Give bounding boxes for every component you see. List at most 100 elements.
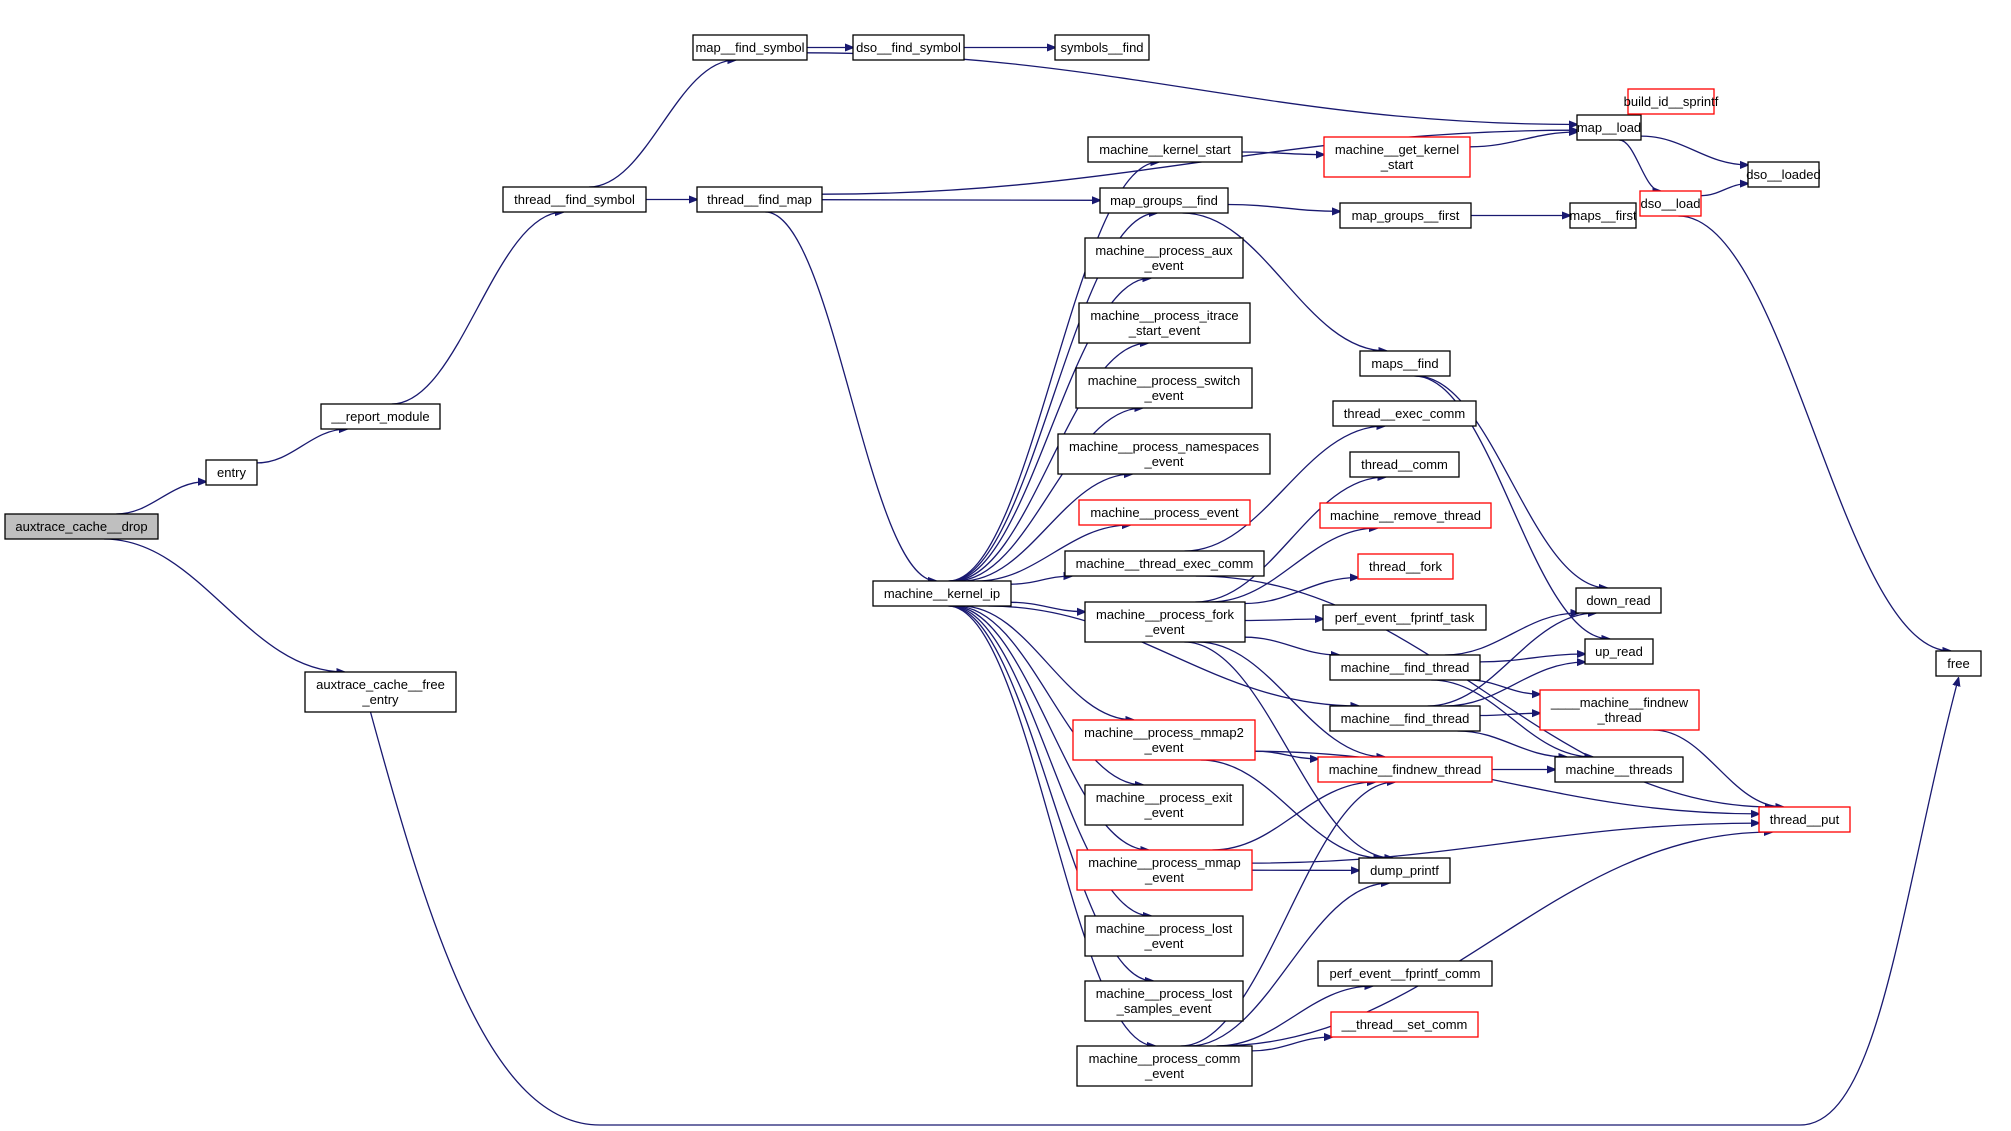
node-box[interactable] [320,403,441,430]
node-box[interactable] [502,186,647,213]
node-box[interactable] [852,34,965,61]
node-box[interactable] [1584,638,1654,665]
node-box[interactable] [1359,350,1451,377]
node-box[interactable] [1569,202,1637,229]
node-machine-process-itrace-start-event[interactable]: machine__process_itrace_start_event [1078,302,1251,344]
node-free[interactable]: free [1935,650,1982,677]
node-dso-load[interactable]: dso__load [1639,190,1702,217]
node-box[interactable] [1339,202,1472,229]
node-map-groups-first[interactable]: map_groups__first [1339,202,1472,229]
node-machine-process-namespaces-event[interactable]: machine__process_namespaces_event [1057,433,1271,475]
node-perf-event-fprintf-comm[interactable]: perf_event__fprintf_comm [1317,960,1493,987]
node-box[interactable] [1349,451,1460,478]
node-machine-get-kernel-start[interactable]: machine__get_kernel_start [1323,136,1471,178]
node-machine-find-thread-1[interactable]: machine__find_thread [1329,654,1481,681]
node-machine-find-thread-2[interactable]: machine__find_thread [1329,705,1481,732]
node-maps-find[interactable]: maps__find [1359,350,1451,377]
node-machine-threads[interactable]: machine__threads [1554,756,1684,783]
node-machine-process-lost-event[interactable]: machine__process_lost_event [1084,915,1244,957]
node-machine-process-comm-event[interactable]: machine__process_comm_event [1076,1045,1253,1087]
node-machine-process-aux-event[interactable]: machine__process_aux_event [1084,237,1244,279]
node-machine-kernel-ip[interactable]: machine__kernel_ip [872,580,1012,607]
node-box[interactable] [1358,857,1451,884]
node-box[interactable] [692,34,808,61]
node-machine-process-event[interactable]: machine__process_event [1078,499,1251,526]
node-box[interactable] [1639,190,1702,217]
node-machine-process-switch-event[interactable]: machine__process_switch_event [1075,367,1253,409]
node-machine-thread-exec-comm[interactable]: machine__thread_exec_comm [1064,550,1265,577]
node-box[interactable] [1627,88,1715,115]
node-box[interactable] [1084,980,1244,1022]
node-box[interactable] [1357,553,1454,580]
node-box[interactable] [1084,915,1244,957]
node-thread-exec-comm[interactable]: thread__exec_comm [1332,400,1477,427]
node-box[interactable] [1330,1011,1479,1038]
node-dump-printf[interactable]: dump_printf [1358,857,1451,884]
node-box[interactable] [205,459,258,486]
node-thread-set-comm[interactable]: __thread__set_comm [1330,1011,1479,1038]
node-thread-find-symbol[interactable]: thread__find_symbol [502,186,647,213]
node-box[interactable] [1319,502,1492,529]
node-box[interactable] [1323,136,1471,178]
node-machine-findnew-thread[interactable]: machine__findnew_thread [1317,756,1493,783]
node-map-find-symbol[interactable]: map__find_symbol [692,34,808,61]
node-thread-put[interactable]: thread__put [1758,806,1851,833]
node-box[interactable] [1317,960,1493,987]
node-box[interactable] [1078,302,1251,344]
node-machine-findnew-thread[interactable]: ____machine__findnew_thread [1539,689,1700,731]
node-box[interactable] [1554,756,1684,783]
node-build-id-sprintf[interactable]: build_id__sprintf [1624,88,1719,115]
node-maps-first[interactable]: maps__first [1569,202,1637,229]
node-box[interactable] [1084,237,1244,279]
node-auxtrace-cache-drop[interactable]: auxtrace_cache__drop [4,513,159,540]
node-box[interactable] [1099,187,1229,214]
node-box[interactable] [1332,400,1477,427]
node-box[interactable] [872,580,1012,607]
node-map-groups-find[interactable]: map_groups__find [1099,187,1229,214]
node-box[interactable] [1317,756,1493,783]
node-dso-loaded[interactable]: dso__loaded [1746,161,1821,188]
node-box[interactable] [1539,689,1700,731]
node-box[interactable] [1057,433,1271,475]
node-machine-process-fork-event[interactable]: machine__process_fork_event [1084,601,1246,643]
node-box[interactable] [1329,705,1481,732]
node-box[interactable] [1084,784,1244,826]
node-box[interactable] [1322,604,1487,631]
node-box[interactable] [1935,650,1982,677]
node-down-read[interactable]: down_read [1575,587,1662,614]
node-report-module[interactable]: __report_module [320,403,441,430]
node-auxtrace-cache-free-entry[interactable]: auxtrace_cache__free_entry [304,671,457,713]
node-machine-remove-thread[interactable]: machine__remove_thread [1319,502,1492,529]
node-box[interactable] [304,671,457,713]
node-box[interactable] [1084,601,1246,643]
node-thread-fork[interactable]: thread__fork [1357,553,1454,580]
node-box[interactable] [696,186,823,213]
node-box[interactable] [1076,849,1253,891]
node-machine-process-lost-samples-event[interactable]: machine__process_lost_samples_event [1084,980,1244,1022]
node-box[interactable] [1329,654,1481,681]
node-box[interactable] [1576,114,1642,141]
node-dso-find-symbol[interactable]: dso__find_symbol [852,34,965,61]
node-thread-find-map[interactable]: thread__find_map [696,186,823,213]
node-box[interactable] [1075,367,1253,409]
node-perf-event-fprintf-task[interactable]: perf_event__fprintf_task [1322,604,1487,631]
node-box[interactable] [1072,719,1256,761]
node-up-read[interactable]: up_read [1584,638,1654,665]
node-box[interactable] [1087,136,1243,163]
node-box[interactable] [1747,161,1820,188]
node-box[interactable] [1076,1045,1253,1087]
node-map-load[interactable]: map__load [1576,114,1642,141]
node-machine-kernel-start[interactable]: machine__kernel_start [1087,136,1243,163]
node-machine-process-mmap2-event[interactable]: machine__process_mmap2_event [1072,719,1256,761]
node-box[interactable] [1054,34,1150,61]
node-machine-process-mmap-event[interactable]: machine__process_mmap_event [1076,849,1253,891]
node-machine-process-exit-event[interactable]: machine__process_exit_event [1084,784,1244,826]
node-box[interactable] [1078,499,1251,526]
node-box[interactable] [1758,806,1851,833]
node-thread-comm[interactable]: thread__comm [1349,451,1460,478]
node-box[interactable] [1064,550,1265,577]
node-symbols-find[interactable]: symbols__find [1054,34,1150,61]
node-entry[interactable]: entry [205,459,258,486]
node-box[interactable] [4,513,159,540]
node-box[interactable] [1575,587,1662,614]
